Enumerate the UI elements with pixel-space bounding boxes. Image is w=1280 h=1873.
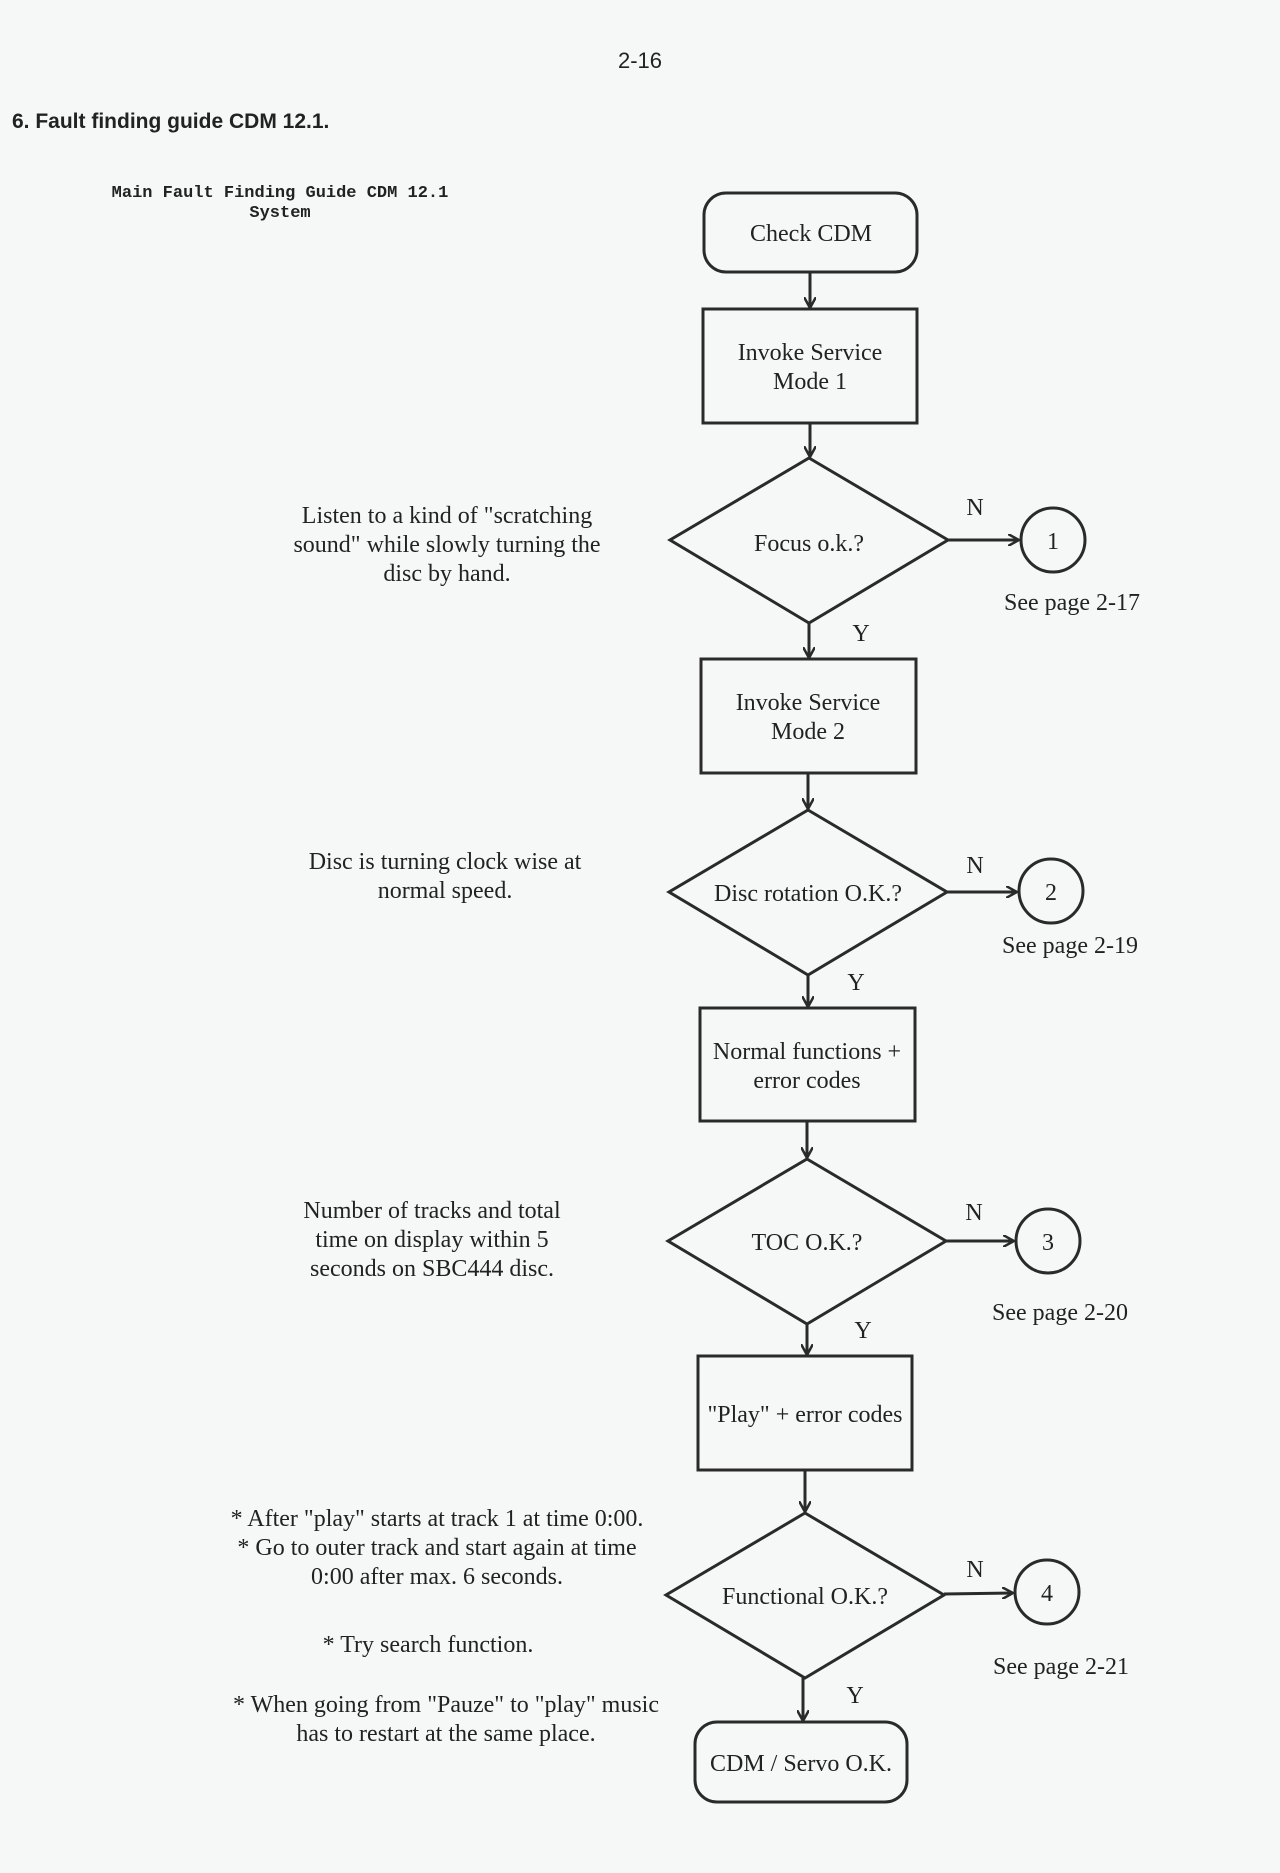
process-label: Invoke Service — [738, 340, 883, 366]
note-line: Listen to a kind of "scratching — [302, 503, 592, 529]
connector-number: 2 — [1045, 880, 1057, 906]
page-number: 2-16 — [617, 48, 663, 73]
process-label: Mode 1 — [773, 369, 847, 395]
section-title: 6. Fault finding guide CDM 12.1. — [12, 110, 330, 133]
decision-label: Focus o.k.? — [754, 531, 864, 557]
note-line: * After "play" starts at track 1 at time… — [231, 1506, 644, 1532]
no-label: N — [966, 853, 983, 879]
process-label: Invoke Service — [736, 690, 881, 716]
connector-number: 3 — [1042, 1230, 1054, 1256]
process-label: "Play" + error codes — [707, 1402, 902, 1428]
connector-number: 4 — [1041, 1581, 1053, 1607]
note-line: sound" while slowly turning the — [293, 532, 600, 558]
connector-2 — [1017, 857, 1085, 925]
start-label: Check CDM — [750, 221, 872, 247]
diagram-title-line: System — [249, 204, 311, 223]
note-line: time on display within 5 — [315, 1227, 548, 1253]
end-terminal — [693, 1720, 909, 1804]
note-line: Disc is turning clock wise at — [309, 849, 582, 875]
connector-number: 1 — [1047, 529, 1059, 555]
note-toc: Number of tracks and total time on displ… — [303, 1198, 561, 1282]
page-reference: See page 2-17 — [1004, 590, 1140, 616]
page-reference: See page 2-21 — [993, 1654, 1129, 1680]
note-line: has to restart at the same place. — [296, 1721, 595, 1747]
process-label: Normal functions + — [713, 1039, 901, 1065]
connector-3 — [1014, 1207, 1082, 1275]
note-line: disc by hand. — [383, 561, 510, 587]
note-line: 0:00 after max. 6 seconds. — [311, 1564, 563, 1590]
no-label: N — [966, 495, 983, 521]
note-line: Number of tracks and total — [303, 1198, 561, 1224]
end-label: CDM / Servo O.K. — [710, 1751, 892, 1777]
yes-label: Y — [852, 621, 869, 647]
process-invoke-service-mode-2 — [699, 657, 918, 775]
note-disc: Disc is turning clock wise at normal spe… — [309, 849, 582, 904]
yes-label: Y — [847, 970, 864, 996]
yes-label: Y — [854, 1318, 871, 1344]
note-line: seconds on SBC444 disc. — [310, 1256, 554, 1282]
connector-4 — [1013, 1558, 1081, 1626]
page-reference: See page 2-20 — [992, 1300, 1128, 1326]
decision-label: Functional O.K.? — [722, 1584, 888, 1610]
decision-functional — [663, 1511, 947, 1680]
arrow — [943, 1593, 1013, 1594]
no-label: N — [966, 1557, 983, 1583]
note-line: normal speed. — [378, 878, 513, 904]
decision-label: TOC O.K.? — [752, 1230, 863, 1256]
no-label: N — [965, 1200, 982, 1226]
page-reference: See page 2-19 — [1002, 933, 1138, 959]
process-label: error codes — [753, 1068, 860, 1094]
note-line: * Try search function. — [323, 1632, 534, 1658]
decision-label: Disc rotation O.K.? — [714, 881, 902, 907]
yes-label: Y — [846, 1683, 863, 1709]
process-invoke-service-mode-1 — [701, 307, 919, 425]
note-functional: * After "play" starts at track 1 at time… — [231, 1506, 659, 1747]
note-line: * When going from "Pauze" to "play" musi… — [233, 1692, 659, 1718]
diagram-title-line: Main Fault Finding Guide CDM 12.1 — [111, 184, 449, 203]
diagram-title: Main Fault Finding Guide CDM 12.1 System — [30, 184, 530, 224]
connector-1 — [1019, 506, 1087, 574]
note-line: * Go to outer track and start again at t… — [237, 1535, 636, 1561]
note-focus: Listen to a kind of "scratching sound" w… — [293, 503, 600, 587]
process-label: Mode 2 — [771, 719, 845, 745]
